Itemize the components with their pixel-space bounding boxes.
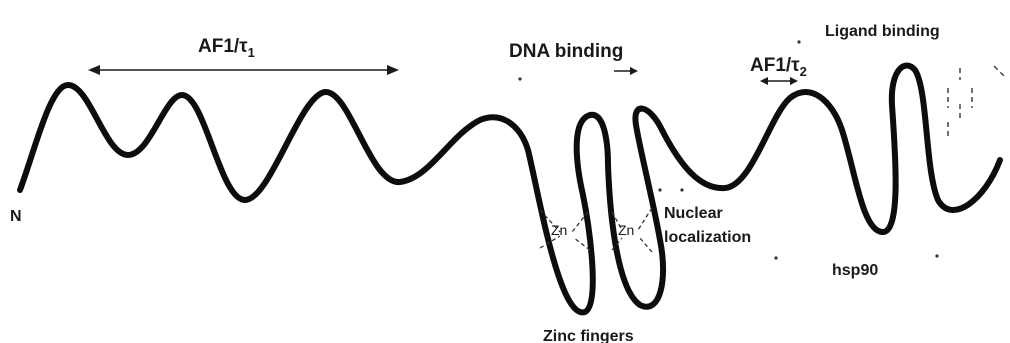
dna-binding-arrow bbox=[614, 67, 638, 75]
af1-tau1-label: AF1/τ1 bbox=[198, 36, 255, 60]
n-terminus-label: N bbox=[10, 208, 22, 225]
zn-label-right: Zn bbox=[618, 222, 634, 238]
zinc-fingers-label: Zinc fingers bbox=[543, 328, 634, 343]
af1-tau2-label: AF1/τ2 bbox=[750, 55, 807, 79]
zn-label-left: Zn bbox=[551, 222, 567, 238]
ligand-binding-label: Ligand binding bbox=[825, 23, 940, 40]
af1-tau1-range-arrow bbox=[88, 65, 399, 75]
af1-tau2-range-arrow bbox=[760, 77, 798, 85]
localization-label: localization bbox=[664, 229, 751, 246]
nuclear-label: Nuclear bbox=[664, 205, 723, 222]
ligand-shape bbox=[948, 66, 1006, 140]
dna-binding-label: DNA binding bbox=[509, 41, 623, 62]
hsp90-label: hsp90 bbox=[832, 262, 878, 279]
